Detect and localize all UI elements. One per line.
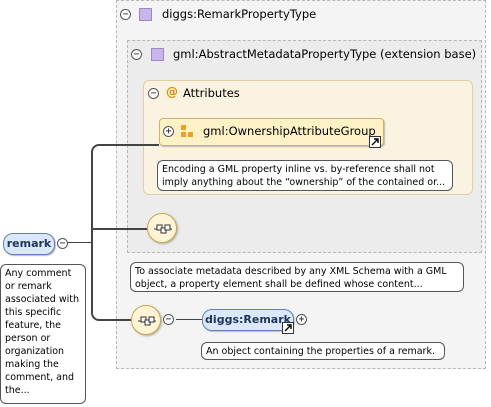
collapse-sequence-icon[interactable]: −	[163, 314, 174, 325]
connector-line	[91, 242, 136, 321]
connector-line	[92, 228, 148, 230]
sequence-documentation: To associate metadata described by any X…	[130, 262, 464, 292]
connector-line	[67, 242, 92, 243]
extension-type-icon	[151, 48, 164, 61]
child-element[interactable]: diggs:Remark	[202, 309, 294, 331]
reference-arrow-icon[interactable]	[369, 136, 381, 148]
collapse-root-icon[interactable]: −	[57, 238, 68, 249]
sequence-icon[interactable]	[147, 213, 177, 243]
extension-title: gml:AbstractMetadataPropertyType (extens…	[173, 47, 477, 61]
attribute-group-box[interactable]	[159, 118, 384, 146]
complex-type-icon	[139, 8, 152, 21]
connector-line	[91, 144, 159, 243]
collapse-attributes-icon[interactable]: −	[148, 88, 159, 99]
reference-arrow-icon[interactable]	[282, 322, 294, 334]
attribute-at-icon: @	[166, 85, 178, 99]
attribute-group-icon	[181, 124, 195, 138]
connector-line	[176, 319, 202, 320]
child-element-documentation: An object containing the properties of a…	[201, 342, 445, 360]
root-element[interactable]: remark	[3, 233, 55, 255]
collapse-extension-icon[interactable]: −	[131, 49, 142, 60]
complex-type-title: diggs:RemarkPropertyType	[162, 7, 317, 21]
expand-child-icon[interactable]: +	[296, 314, 307, 325]
sequence-icon[interactable]	[131, 305, 161, 335]
attributes-label: Attributes	[183, 86, 240, 100]
root-element-documentation: Any comment or remark associated with th…	[0, 264, 86, 404]
expand-group-icon[interactable]: +	[163, 126, 174, 137]
collapse-type-icon[interactable]: −	[120, 9, 131, 20]
attribute-group-name: gml:OwnershipAttributeGroup	[203, 124, 376, 138]
attribute-group-documentation: Encoding a GML property inline vs. by-re…	[157, 160, 453, 191]
